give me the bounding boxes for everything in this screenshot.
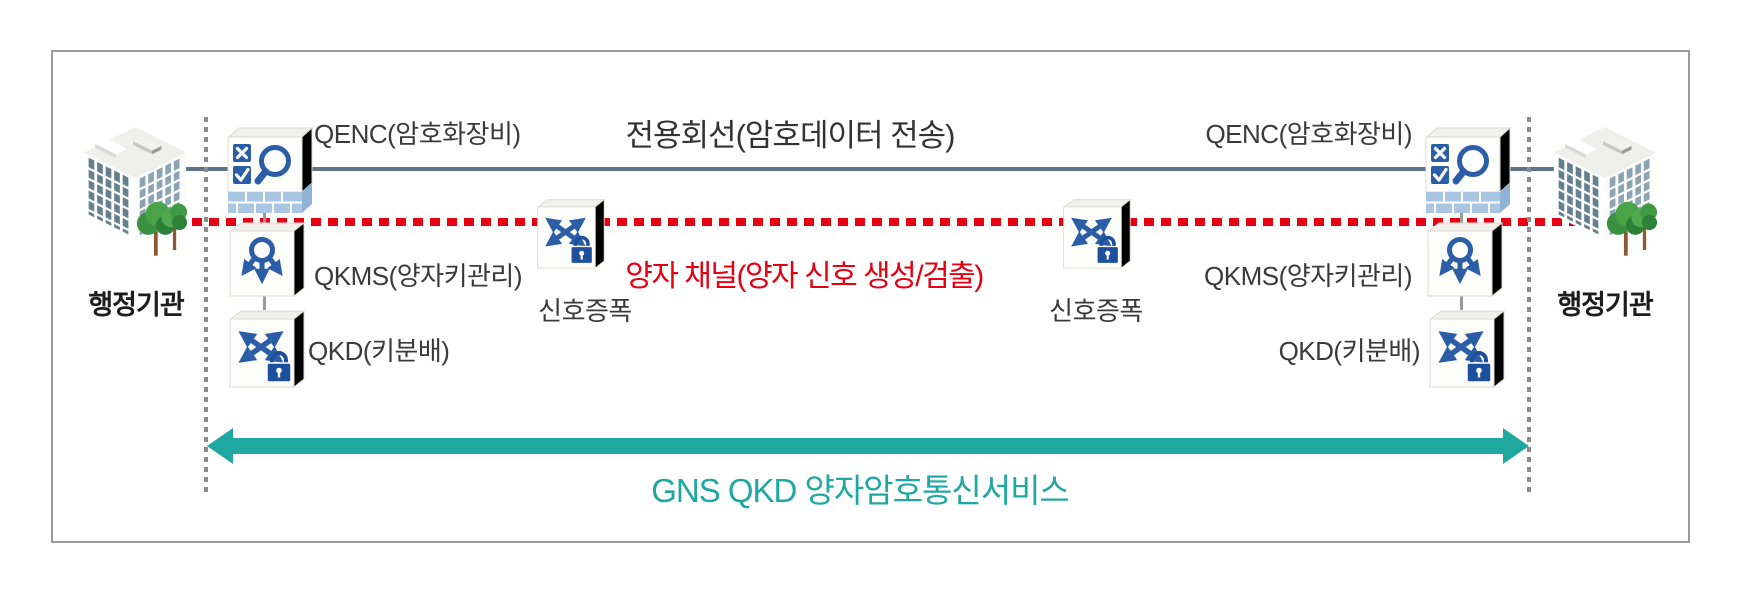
amp-label-left: 신호증폭 [538, 296, 632, 326]
qenc-device-left [222, 125, 314, 220]
qkms-device-left [226, 220, 306, 303]
dedicated-line [150, 167, 1578, 171]
service-label: GNS QKD 양자암호통신서비스 [651, 472, 1070, 509]
crossing-arrows-lock-icon [1060, 196, 1132, 270]
qkms-label-right: QKMS(양자키관리) [1204, 261, 1412, 291]
connector-qkms-qkd-right [1460, 294, 1463, 310]
double-headed-arrow-icon [207, 428, 1529, 464]
quantum-channel-line [158, 218, 1578, 226]
quantum-channel-label: 양자 채널(양자 신호 생성/검출) [625, 260, 984, 293]
diagram-frame [51, 50, 1690, 543]
qkms-device-right [1424, 220, 1504, 303]
crossing-arrows-lock-icon [1426, 307, 1506, 389]
qkd-device-left [226, 307, 306, 394]
firewall-inspection-icon [1420, 125, 1512, 215]
government-building-left [82, 125, 188, 274]
site-boundary-left-dashed-line [204, 117, 208, 495]
amp-device-right [1060, 196, 1132, 275]
firewall-inspection-icon [222, 125, 314, 215]
qkms-label-left: QKMS(양자키관리) [314, 261, 522, 291]
connector-qenc-qkms-left [263, 205, 266, 225]
amp-label-right: 신호증폭 [1049, 296, 1143, 326]
qenc-label-left: QENC(암호화장비) [314, 119, 521, 149]
site-boundary-right-dashed-line [1527, 117, 1531, 495]
qkd-device-right [1426, 307, 1506, 394]
crossing-arrows-lock-icon [226, 307, 306, 389]
qkd-label-right: QKD(키분배) [1278, 336, 1421, 366]
qenc-device-right [1420, 125, 1512, 220]
service-span-arrow [207, 424, 1529, 468]
building-icon [1552, 125, 1658, 269]
site-label-right: 행정기관 [1557, 290, 1653, 320]
qenc-label-right: QENC(암호화장비) [1205, 119, 1412, 149]
connector-qenc-qkms-right [1460, 205, 1463, 225]
site-label-left: 행정기관 [88, 290, 184, 320]
government-building-right [1552, 125, 1658, 274]
building-icon [82, 125, 188, 269]
key-distribution-icon [1424, 220, 1504, 298]
qkd-label-left: QKD(키분배) [308, 336, 450, 366]
dedicated-line-label: 전용회선(암호데이터 전송) [625, 118, 956, 153]
key-distribution-icon [226, 220, 306, 298]
connector-qkms-qkd-left [263, 294, 266, 310]
